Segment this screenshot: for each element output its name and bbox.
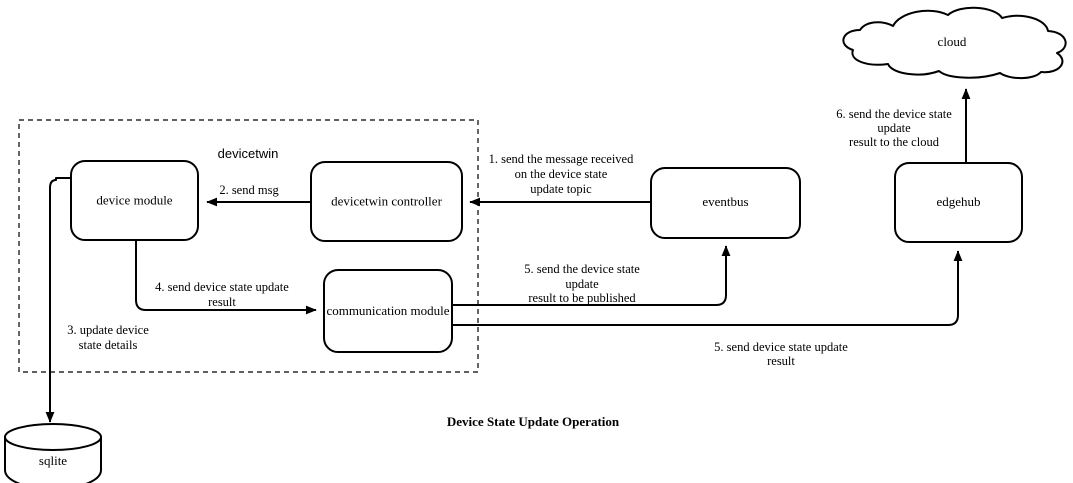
node-cloud[interactable]: cloud bbox=[842, 6, 1067, 80]
communication-module-label: communication module bbox=[326, 303, 449, 318]
cloud-shape[interactable] bbox=[842, 6, 1067, 80]
node-edgehub[interactable]: edgehub bbox=[894, 162, 1023, 243]
sqlite-cylinder-top[interactable] bbox=[4, 423, 102, 451]
svg-text:result to be published: result to be published bbox=[528, 291, 636, 305]
svg-text:1. send the message received: 1. send the message received bbox=[489, 152, 634, 166]
node-communication-module[interactable]: communication module bbox=[323, 269, 453, 353]
svg-text:update: update bbox=[565, 277, 599, 291]
edge-6-label: 6. send the device state update result t… bbox=[836, 107, 952, 149]
svg-text:state details: state details bbox=[79, 338, 138, 352]
cloud-label: cloud bbox=[938, 34, 967, 49]
svg-text:5. send the device state: 5. send the device state bbox=[524, 262, 640, 276]
node-sqlite[interactable]: sqlite bbox=[4, 423, 102, 483]
devicetwin-controller-label: devicetwin controller bbox=[331, 193, 442, 208]
edge-3-line bbox=[45, 177, 71, 423]
svg-text:result to the cloud: result to the cloud bbox=[849, 135, 940, 149]
edge-1-label: 1. send the message received on the devi… bbox=[489, 152, 634, 196]
node-eventbus[interactable]: eventbus bbox=[650, 167, 801, 239]
svg-text:result: result bbox=[208, 295, 236, 309]
device-module-box[interactable] bbox=[70, 160, 199, 241]
svg-text:update topic: update topic bbox=[530, 182, 592, 196]
diagram-caption: Device State Update Operation bbox=[447, 414, 620, 429]
communication-module-box[interactable] bbox=[323, 269, 453, 353]
devicetwin-group-label: devicetwin bbox=[218, 146, 279, 161]
node-devicetwin-controller[interactable]: devicetwin controller bbox=[310, 161, 463, 242]
devicetwin-controller-box[interactable] bbox=[310, 161, 463, 242]
sqlite-label: sqlite bbox=[39, 453, 67, 468]
edge-5a-line bbox=[452, 245, 731, 306]
svg-text:2. send msg: 2. send msg bbox=[219, 183, 279, 197]
edge-5b-label: 5. send device state update result bbox=[714, 340, 848, 368]
edge-4-line bbox=[135, 240, 317, 315]
edge-5a-label: 5. send the device state update result t… bbox=[524, 262, 640, 305]
svg-text:on the device state: on the device state bbox=[515, 167, 608, 181]
svg-text:update: update bbox=[877, 121, 911, 135]
eventbus-box[interactable] bbox=[650, 167, 801, 239]
svg-text:4. send device state update: 4. send device state update bbox=[155, 280, 289, 294]
edge-2-label: 2. send msg bbox=[219, 183, 279, 197]
svg-text:6. send the device state: 6. send the device state bbox=[836, 107, 952, 121]
svg-text:5. send device state update: 5. send device state update bbox=[714, 340, 848, 354]
edge-3-label: 3. update device state details bbox=[67, 323, 149, 352]
svg-text:3. update device: 3. update device bbox=[67, 323, 149, 337]
devicetwin-group-boundary bbox=[18, 119, 479, 373]
edgehub-box[interactable] bbox=[894, 162, 1023, 243]
eventbus-label: eventbus bbox=[702, 194, 748, 209]
edgehub-label: edgehub bbox=[936, 194, 980, 209]
edge-5b-line bbox=[452, 250, 963, 326]
svg-text:result: result bbox=[767, 354, 795, 368]
device-module-label: device module bbox=[96, 192, 172, 207]
node-device-module[interactable]: device module bbox=[70, 160, 199, 241]
edge-4-label: 4. send device state update result bbox=[155, 280, 289, 309]
